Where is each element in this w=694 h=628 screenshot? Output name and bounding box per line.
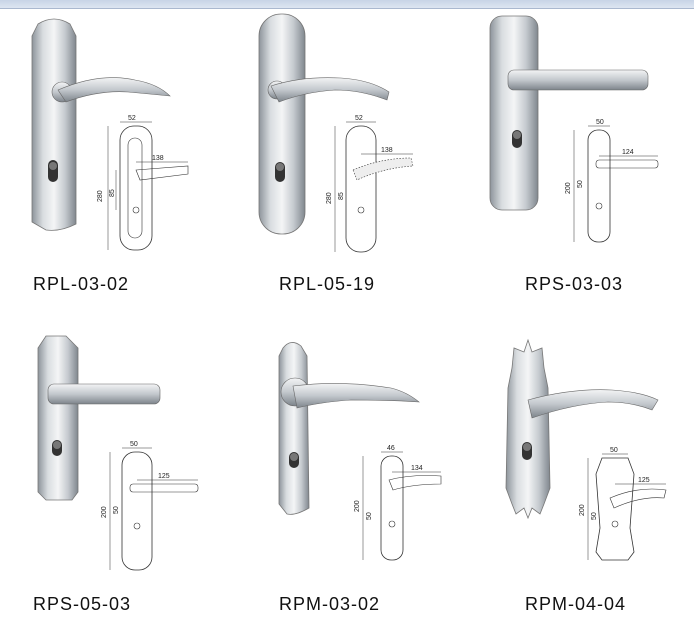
model-label: RPL-03-02 bbox=[33, 274, 130, 294]
dim-height: 200 bbox=[354, 500, 361, 512]
dim-center: 50 bbox=[113, 506, 120, 514]
dim-height: 200 bbox=[101, 506, 108, 518]
dim-width: 52 bbox=[128, 115, 136, 122]
dim-lever: 124 bbox=[622, 149, 634, 156]
door-handle-image: 50 124 200 50 bbox=[489, 15, 659, 243]
door-handle-image: 50 125 200 50 bbox=[505, 338, 667, 561]
model-label: RPM-03-02 bbox=[279, 594, 381, 614]
door-handle-image: 52 138 280 85 bbox=[258, 13, 414, 253]
product-card: 52 138 280 85 RPL-03-02 bbox=[0, 10, 231, 310]
dim-width: 50 bbox=[610, 447, 618, 454]
dim-lever: 125 bbox=[158, 473, 170, 480]
dim-height: 200 bbox=[565, 182, 572, 194]
dim-lever: 134 bbox=[411, 465, 423, 472]
dim-width: 50 bbox=[130, 441, 138, 448]
dim-height: 280 bbox=[326, 192, 333, 204]
dim-height: 200 bbox=[579, 504, 586, 516]
dim-lever: 138 bbox=[152, 155, 164, 162]
door-handle-image: 50 125 200 50 bbox=[37, 335, 199, 571]
door-handle-image: 46 134 200 50 bbox=[278, 342, 442, 561]
product-card: 50 124 200 50 RPS-03-03 bbox=[462, 10, 693, 310]
dim-center: 85 bbox=[338, 192, 345, 200]
model-label: RPL-05-19 bbox=[279, 274, 376, 294]
dim-width: 50 bbox=[596, 119, 604, 126]
door-handle-image: 52 138 280 85 bbox=[31, 18, 189, 251]
dim-width: 52 bbox=[355, 115, 363, 122]
model-label: RPS-03-03 bbox=[525, 274, 624, 294]
dim-center: 85 bbox=[109, 189, 116, 197]
product-card: 50 125 200 50 RPS-05-03 bbox=[0, 328, 231, 628]
model-label: RPS-05-03 bbox=[33, 594, 132, 614]
top-bar bbox=[0, 0, 694, 9]
product-card: 52 138 280 85 RPL-05-19 bbox=[231, 10, 462, 310]
model-label: RPM-04-04 bbox=[525, 594, 627, 614]
dim-lever: 138 bbox=[381, 147, 393, 154]
dim-center: 50 bbox=[591, 512, 598, 520]
dim-center: 50 bbox=[366, 512, 373, 520]
dim-center: 50 bbox=[577, 180, 584, 188]
dim-lever: 125 bbox=[638, 477, 650, 484]
product-card: 50 125 200 50 RPM-04-04 bbox=[462, 328, 693, 628]
dim-height: 280 bbox=[97, 190, 104, 202]
product-card: 46 134 200 50 RPM-03-02 bbox=[231, 328, 462, 628]
dim-width: 46 bbox=[387, 445, 395, 452]
